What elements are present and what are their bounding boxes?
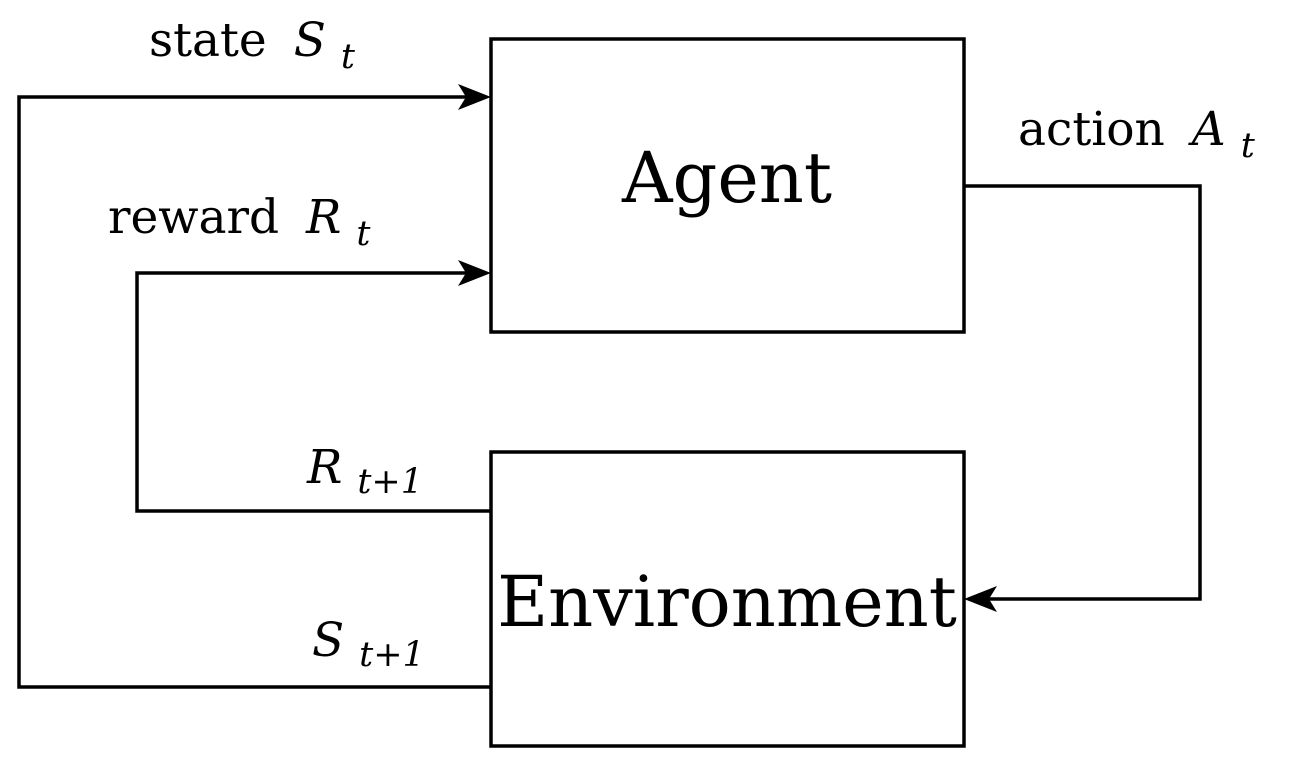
state-label: state S t — [149, 13, 356, 77]
action-label-word: action — [1018, 102, 1165, 157]
action-label-subscript: t — [1241, 126, 1256, 166]
environment-box — [489, 450, 966, 748]
reward-connector — [135, 271, 491, 513]
agent-box — [489, 37, 966, 334]
next-reward-label-subscript: t+1 — [357, 462, 423, 502]
reward-label-word: reward — [108, 190, 279, 245]
action-edge — [964, 184, 1202, 612]
reward-label-subscript: t — [356, 214, 371, 254]
action-label-symbol: A — [1188, 102, 1226, 157]
action-connector — [964, 184, 1202, 601]
next-state-label-symbol: S — [312, 613, 344, 668]
state-label-word: state — [149, 13, 267, 68]
reward-label-symbol: R — [305, 190, 341, 245]
environment-label: Environment — [497, 561, 957, 643]
state-edge — [17, 84, 491, 689]
next-reward-label: R t+1 — [306, 440, 423, 502]
agent-label: Agent — [621, 137, 832, 219]
environment-node: Environment — [489, 450, 966, 748]
state-connector — [17, 95, 491, 689]
next-state-label-subscript: t+1 — [359, 635, 425, 675]
reward-arrowhead — [458, 260, 491, 286]
state-arrowhead — [458, 84, 491, 110]
action-arrowhead — [964, 586, 997, 612]
reward-edge — [135, 260, 491, 513]
agent-node: Agent — [489, 37, 966, 334]
action-label: action A t — [1018, 102, 1256, 166]
next-reward-label-symbol: R — [306, 440, 342, 495]
state-label-subscript: t — [341, 37, 356, 77]
state-label-symbol: S — [294, 13, 326, 68]
next-state-label: S t+1 — [312, 613, 425, 675]
reward-label: reward R t — [108, 190, 371, 254]
